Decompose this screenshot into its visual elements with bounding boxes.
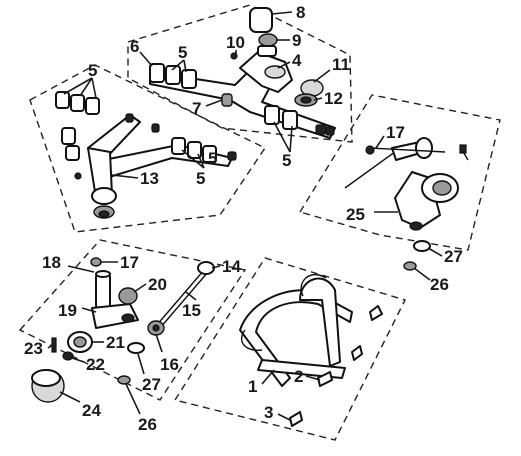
leader-lines <box>47 11 443 421</box>
washer-27-26-left <box>117 342 145 385</box>
callout-22: 22 <box>86 355 105 374</box>
callout-26-right: 26 <box>430 275 449 294</box>
grease-fitting-lower <box>74 172 82 180</box>
callout-23: 23 <box>24 339 43 358</box>
upper-arm-bushings <box>149 63 335 136</box>
callout-27-left: 27 <box>142 375 161 394</box>
callout-5-lower-right: 5 <box>196 169 205 188</box>
bolt-10 <box>230 52 238 60</box>
group-boundary-tie-rod <box>298 94 501 251</box>
callout-5-upper: 5 <box>178 43 187 62</box>
group-boundary-upper-arm <box>127 4 353 143</box>
callout-5-mid: 5 <box>208 149 217 168</box>
tie-rod-assembly <box>344 137 469 189</box>
nut-11-12 <box>294 79 324 107</box>
callout-11: 11 <box>332 55 350 74</box>
callout-19: 19 <box>58 301 77 320</box>
callout-25: 25 <box>346 205 365 224</box>
callout-8: 8 <box>296 3 305 22</box>
callout-5-upper-right: 5 <box>282 151 291 170</box>
group-boundary-bumper <box>173 257 406 441</box>
dust-cap-24 <box>31 369 65 403</box>
callout-14: 14 <box>222 257 241 276</box>
nut-17-left <box>90 257 102 267</box>
steering-knuckle-25 <box>394 171 459 231</box>
callout-18: 18 <box>42 253 61 272</box>
front-bumper-1 <box>239 273 353 387</box>
callout-17-right: 17 <box>386 123 405 142</box>
lower-arm-bushings <box>55 91 237 163</box>
grease-fitting-7 <box>221 93 233 107</box>
callout-6: 6 <box>130 37 139 56</box>
callout-21: 21 <box>106 333 125 352</box>
callout-4: 4 <box>292 51 302 70</box>
callout-13: 13 <box>140 169 159 188</box>
tie-rod-end-14-16 <box>147 261 215 336</box>
hub-21-22 <box>62 331 93 361</box>
lower-a-arm <box>87 114 233 219</box>
upper-ball-joint <box>249 7 278 57</box>
callout-12: 12 <box>324 89 343 108</box>
bolts-2-3 <box>289 305 383 427</box>
spindle-19 <box>91 270 139 329</box>
ball-joint-20 <box>118 287 138 305</box>
callout-labels: 8 9 10 6 5 4 11 12 5 7 5 13 5 17 25 27 2… <box>24 3 463 434</box>
callout-24: 24 <box>82 401 101 420</box>
callout-26-left: 26 <box>138 415 157 434</box>
callout-2: 2 <box>294 367 303 386</box>
washer-27-26-right <box>403 240 431 271</box>
callout-3: 3 <box>264 403 273 422</box>
group-boundary-lower-arm <box>29 64 267 233</box>
callout-10: 10 <box>226 33 245 52</box>
callout-16: 16 <box>160 355 179 374</box>
callout-17-left: 17 <box>120 253 139 272</box>
callout-9: 9 <box>292 31 301 50</box>
callout-20: 20 <box>148 275 167 294</box>
callout-15: 15 <box>182 301 201 320</box>
callout-27-right: 27 <box>444 247 463 266</box>
group-boundary-knuckle <box>18 239 247 401</box>
callout-5-lower-left: 5 <box>88 61 97 80</box>
callout-1: 1 <box>248 377 257 396</box>
callout-7: 7 <box>192 99 201 118</box>
